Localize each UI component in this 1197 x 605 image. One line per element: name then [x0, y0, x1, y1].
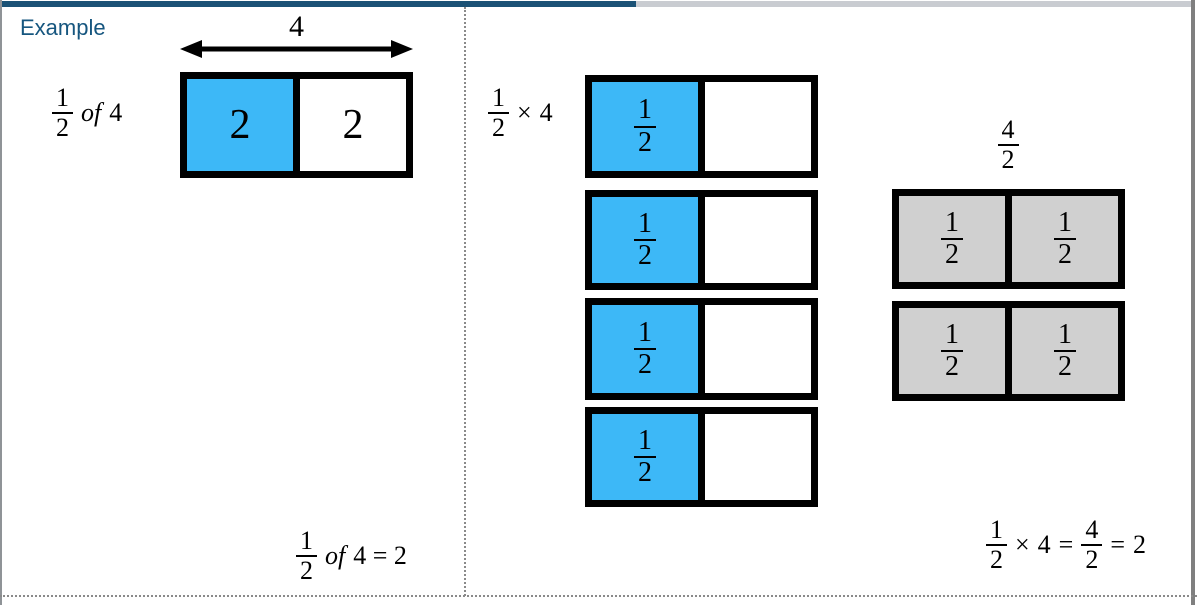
fraction-numerator: 1 — [638, 424, 652, 456]
fraction-one-half: 1 2 — [634, 207, 656, 271]
bar-cell-shaded: 2 — [187, 79, 293, 171]
bottom-dotted-divider — [0, 595, 1197, 597]
sum-bar-1: 1 2 1 2 — [892, 189, 1125, 289]
fraction-denominator: 2 — [296, 555, 317, 585]
fraction-numerator: 1 — [56, 83, 69, 112]
half-of-four-result: 1 2 of 4 = 2 — [296, 526, 407, 585]
bar-cell-shaded: 1 2 — [592, 197, 698, 283]
fraction-one-half: 1 2 — [52, 83, 73, 142]
fraction-one-half: 1 2 — [1054, 318, 1076, 382]
sum-bar-2: 1 2 1 2 — [892, 301, 1125, 401]
fraction-denominator: 2 — [986, 544, 1007, 574]
fraction-denominator: 2 — [488, 112, 509, 142]
bar-cell-gray: 1 2 — [1012, 196, 1118, 282]
fraction-denominator: 2 — [997, 144, 1019, 174]
equals-sign: = — [1058, 530, 1074, 560]
top-strip-gray — [636, 1, 1195, 7]
bar-cell-gray: 1 2 — [899, 308, 1005, 394]
operand: 4 — [109, 98, 123, 128]
fraction-numerator: 1 — [638, 207, 652, 239]
left-edge-border — [0, 0, 2, 605]
bar-cell-gray: 1 2 — [1012, 308, 1118, 394]
result-text: 4 = 2 — [353, 541, 407, 571]
equals-sign: = — [1110, 530, 1126, 560]
fraction-numerator: 4 — [1085, 515, 1099, 544]
bar-cell-gray: 1 2 — [899, 196, 1005, 282]
bar-cell-unshaded — [705, 82, 811, 171]
fraction-one-half: 1 2 — [941, 318, 963, 382]
fraction-denominator: 2 — [1054, 238, 1076, 270]
half-of-four-expression: 1 2 of 4 — [52, 83, 123, 142]
fraction-numerator: 4 — [1001, 115, 1015, 144]
bar-cell-shaded: 1 2 — [592, 305, 698, 393]
fraction-denominator: 2 — [634, 348, 656, 380]
fraction-numerator: 1 — [990, 515, 1003, 544]
four-halves-label: 4 2 — [976, 115, 1040, 174]
of-operator: of — [81, 98, 102, 128]
fraction-one-half: 1 2 — [296, 526, 317, 585]
fraction-one-half: 1 2 — [634, 424, 656, 488]
bar-cell-unshaded — [705, 305, 811, 393]
fraction-denominator: 2 — [1081, 544, 1103, 574]
fraction-four-halves: 4 2 — [997, 115, 1019, 174]
fraction-denominator: 2 — [941, 350, 963, 382]
fraction-one-half: 1 2 — [986, 515, 1007, 574]
fraction-numerator: 1 — [638, 316, 652, 348]
of-operator: of — [325, 541, 346, 571]
double-arrow-icon — [180, 38, 413, 60]
half-times-four-result: 1 2 × 4 = 4 2 = 2 — [986, 515, 1147, 574]
example-bar: 2 2 — [180, 72, 413, 178]
operand: 4 — [1037, 530, 1051, 560]
times-operator: × — [1015, 530, 1030, 560]
cell-value: 2 — [229, 102, 251, 148]
bar-cell-shaded: 1 2 — [592, 82, 698, 171]
fraction-denominator: 2 — [634, 125, 656, 158]
arrow-length-label: 4 — [289, 10, 304, 43]
fraction-numerator: 1 — [1058, 318, 1072, 350]
fraction-four-halves: 4 2 — [1081, 515, 1103, 574]
bar-cell-unshaded — [705, 197, 811, 283]
result-value: 2 — [1133, 530, 1147, 560]
multiplication-bar-3: 1 2 — [585, 298, 818, 400]
bar-cell-unshaded — [705, 414, 811, 500]
multiplication-bar-1: 1 2 — [585, 75, 818, 178]
fraction-denominator: 2 — [52, 112, 73, 142]
vertical-dotted-divider — [464, 7, 466, 596]
fraction-denominator: 2 — [941, 238, 963, 270]
multiplication-bar-4: 1 2 — [585, 407, 818, 507]
fraction-one-half: 1 2 — [941, 206, 963, 270]
right-edge-strip — [1191, 0, 1195, 605]
cell-value: 2 — [342, 102, 364, 148]
fraction-denominator: 2 — [634, 239, 656, 271]
fraction-one-half: 1 2 — [1054, 206, 1076, 270]
fraction-numerator: 1 — [1058, 206, 1072, 238]
fraction-one-half: 1 2 — [488, 83, 509, 142]
fraction-one-half: 1 2 — [634, 95, 656, 157]
times-operator: × — [517, 98, 532, 128]
fraction-denominator: 2 — [634, 456, 656, 488]
operand: 4 — [539, 98, 553, 128]
fraction-numerator: 1 — [945, 206, 959, 238]
example-label: Example — [20, 15, 106, 40]
fraction-numerator: 1 — [638, 94, 652, 126]
fraction-numerator: 1 — [945, 318, 959, 350]
multiplication-bar-2: 1 2 — [585, 190, 818, 290]
top-strip-blue — [2, 1, 636, 7]
bar-cell-shaded: 1 2 — [592, 414, 698, 500]
fraction-denominator: 2 — [1054, 350, 1076, 382]
bar-cell-unshaded: 2 — [300, 79, 406, 171]
fraction-numerator: 1 — [300, 526, 313, 555]
fraction-numerator: 1 — [492, 83, 505, 112]
fraction-one-half: 1 2 — [634, 316, 656, 380]
half-times-four-expression: 1 2 × 4 — [488, 83, 553, 142]
